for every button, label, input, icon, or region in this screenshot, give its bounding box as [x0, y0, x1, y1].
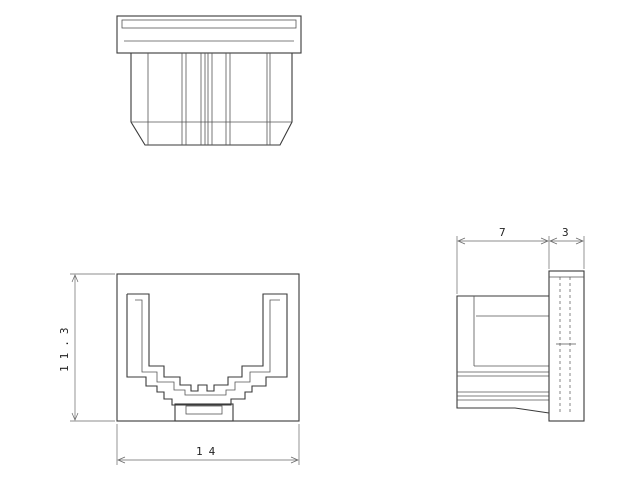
dimension-width-label: 14 — [196, 445, 221, 458]
top-view-flange-slot — [121, 19, 297, 29]
dimension-width: 14 — [116, 424, 300, 465]
front-view-jack-opening — [126, 293, 288, 406]
dimension-body-depth-label: 7 — [499, 226, 512, 239]
dimension-flange-depth-label: 3 — [562, 226, 575, 239]
side-view — [456, 270, 585, 422]
side-view-body — [456, 295, 550, 414]
dimension-height-label: 11.3 — [58, 322, 71, 373]
front-view-latch — [174, 403, 234, 422]
dimension-height: 11.3 — [58, 273, 115, 422]
dimension-body-depth: 7 — [456, 226, 550, 294]
top-view-flange — [116, 15, 302, 54]
front-view — [116, 273, 300, 422]
side-view-flange — [548, 270, 585, 422]
top-view — [116, 15, 302, 146]
top-view-body — [130, 53, 293, 146]
front-view-outline — [116, 273, 300, 422]
dimension-flange-depth: 3 — [549, 226, 585, 269]
